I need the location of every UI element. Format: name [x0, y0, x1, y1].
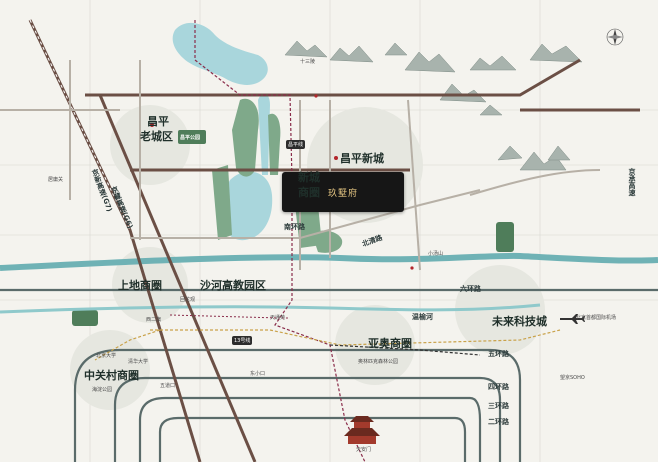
changping-park-label: 昌平公园	[180, 135, 201, 141]
shangdi-label: 上地商圈	[118, 279, 162, 292]
reservoir	[172, 22, 268, 85]
future-sci-zone	[455, 265, 545, 355]
wudaokou-label: 五道口	[160, 383, 176, 389]
huilongguan-label: 回龙观	[180, 297, 196, 303]
green-belt-3	[212, 165, 232, 240]
expressways	[28, 19, 600, 462]
sihuan-label: 四环路	[488, 383, 509, 391]
olympic-park-label: 奥林匹克森林公园	[358, 359, 399, 365]
wangjing-label: 望京SOHO	[560, 375, 585, 381]
tiananmen-icon	[344, 416, 380, 444]
haidian-park-label: 海淀公园	[92, 387, 113, 393]
shangdi-zone	[112, 247, 188, 323]
line13-badge: 13号线	[232, 336, 253, 345]
nanhuan-label: 南环路	[284, 223, 305, 231]
airport-icon	[560, 314, 585, 324]
airport-label: 北京首都国际机场	[576, 315, 617, 321]
zhongguancun-label: 中关村商圈	[84, 369, 139, 382]
new-cbd-label-1: 新城	[298, 171, 320, 184]
project-marker[interactable]: 玖墅府	[282, 172, 404, 212]
wuhuan-label: 五环路	[488, 350, 509, 358]
green-belt-2	[268, 113, 281, 175]
poi-markers	[150, 94, 414, 270]
old-city-label-2: 老城区	[140, 130, 173, 143]
ring-roads	[73, 348, 522, 462]
south-lake	[221, 171, 273, 241]
jingcheng-label: 京承高速	[628, 168, 636, 196]
pku-label: 北京大学	[96, 353, 117, 359]
new-city-label: 昌平新城	[340, 152, 384, 165]
tiananmen-label: 天安门	[356, 447, 372, 453]
green-park-5	[312, 230, 343, 253]
mountains	[284, 40, 583, 171]
compass-icon	[606, 28, 624, 46]
changping-line-badge: 昌平线	[286, 140, 306, 149]
metro-west-branch	[94, 329, 161, 361]
changping-park-shape	[178, 130, 206, 144]
line13-metro	[150, 329, 561, 346]
yayun-label: 亚奥商圈	[368, 337, 412, 350]
old-city-label-1: 昌平	[147, 115, 169, 128]
metro-link	[169, 314, 290, 319]
wenyuhe-label: 温榆河	[412, 313, 433, 321]
xiaotangshan-label: 小汤山	[428, 251, 444, 257]
tiantongyuan-label: 天通苑	[270, 315, 286, 321]
dongxiaokou-label: 东小口	[250, 371, 266, 377]
main-river	[0, 252, 658, 271]
new-cbd-label-2: 商圈	[298, 186, 320, 199]
project-name: 玖墅府	[327, 189, 358, 199]
future-sci-label: 未来科技城	[492, 315, 547, 328]
xierqi-label: 西二旗	[146, 317, 162, 323]
green-belt-1	[232, 98, 259, 177]
park-east-shape	[496, 222, 514, 252]
tsinghua-label: 清华大学	[128, 359, 149, 365]
juyongguan-label: 居庸关	[48, 177, 64, 183]
yayun-zone	[335, 305, 415, 385]
sanhuan-label: 三环路	[488, 402, 509, 410]
changping-metro-line	[194, 20, 366, 462]
erhuan-label: 二环路	[488, 418, 509, 426]
wenyu-river	[0, 303, 541, 314]
ming-tombs-label: 十三陵	[300, 59, 316, 65]
liuhuan-label: 六环路	[460, 285, 481, 293]
shahe-label: 沙河高教园区	[200, 279, 266, 292]
metro-east-branch	[329, 344, 481, 356]
river-north	[258, 93, 270, 175]
park-west-shape	[72, 310, 98, 326]
railway	[29, 19, 131, 231]
